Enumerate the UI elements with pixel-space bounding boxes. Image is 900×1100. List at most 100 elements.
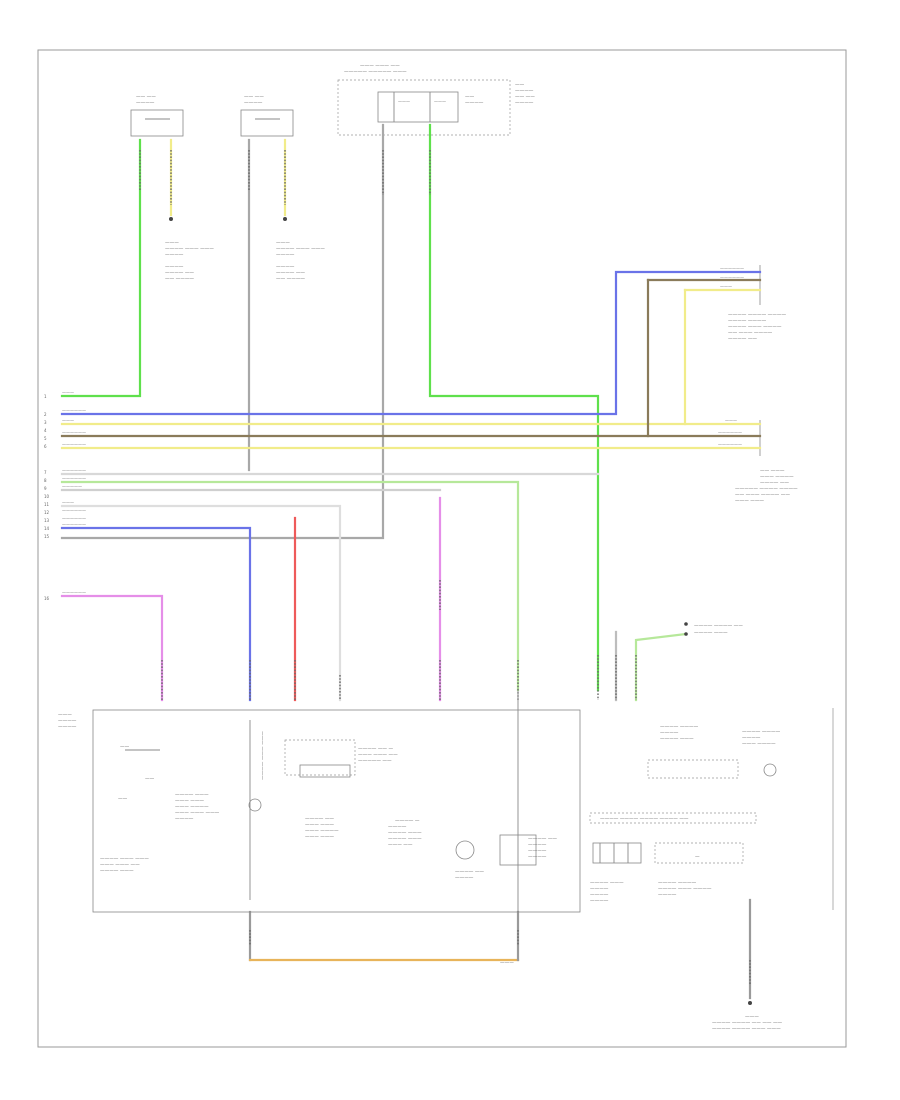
svg-text:———— ———: ———— ——— [590,881,624,886]
svg-text:—— ————: —— ———— [276,277,305,282]
fuse-block-component: ——— ——— —— ————— ————— ——— ——— ——— —— ——… [337,64,535,136]
bus-label-3: ——— [62,418,74,423]
bus-label-10: ——— [62,500,74,505]
svg-text:———— ——: ———— —— [165,271,194,276]
svg-text:———— ——— ———: ———— ——— ——— [261,731,266,780]
svg-text:—— ———: —— ——— [760,469,785,474]
svg-text:8: 8 [44,478,47,483]
svg-text:———— ———— ———— ———— ——: ———— ———— ———— ———— —— [600,817,689,822]
svg-text:———— ——: ———— —— [728,337,757,342]
svg-text:———— ———: ———— ——— [388,831,422,836]
svg-text:———— —— —: ———— —— — [358,747,393,752]
svg-text:————: ———— [590,899,609,904]
svg-text:——— ———: ——— ——— [305,823,334,828]
svg-text:————: ———— [165,253,184,258]
svg-text:——— ——— ——: ——— ——— —— [360,64,400,69]
svg-text:——— ———: ——— ——— [735,499,764,504]
svg-text:————— ——: ————— —— [358,759,392,764]
right-position-sensor-block: ———— ———— ———— ———— ——— ———— ———— ———— —… [647,708,834,910]
bus-label-11: —————— [62,508,86,513]
bus-label-r3: ——— [720,284,732,289]
left-front-speaker-component: —— —— ———— [130,95,184,137]
svg-text:————: ———— [165,265,184,270]
svg-text:———: ——— [398,99,410,104]
wire-green-right-sensor [634,632,688,702]
svg-text:——— ———: ——— ——— [305,835,334,840]
bus-label-8: —————— [62,476,86,481]
svg-text:———— ———— ——: ———— ———— —— [694,624,743,629]
bus-label-r4: ——— [725,418,737,423]
svg-text:———— ———: ———— ——— [660,737,694,742]
svg-text:———— ———— ————: ———— ———— ———— [728,313,786,318]
svg-text:——— ————: ——— ———— [742,742,776,747]
svg-text:——: —— [515,83,525,88]
svg-text:13: 13 [44,518,50,523]
svg-text:3: 3 [44,420,47,425]
right-front-speaker-component: —— —— ———— [240,95,294,137]
svg-text:———: ——— [276,241,290,246]
svg-text:———— ——— ———: ———— ——— ——— [100,857,149,862]
bus-label-r5: —————— [718,430,742,435]
ground-label-left: ——— ———— ——— ——— ———— ———— ———— —— —— ——… [165,217,214,282]
diagram-frame [37,49,847,1048]
audio-internal-block: ———— —— — ——— ——— —— ————— —— ———— —— ——… [261,731,398,840]
svg-text:————— ———— ————: ————— ———— ———— [735,487,798,492]
svg-text:———— ——: ———— —— [455,870,484,875]
svg-text:——— ——— ——: ——— ——— —— [358,753,398,758]
svg-text:———: ——— [434,99,446,104]
svg-text:———— ———: ———— ——— [694,631,728,636]
bottom-ground-label: ——— ———— ———— —— —— —— ———— ———— ——— ———… [500,961,783,1032]
wire-lightgreen-bus-8 [60,480,520,692]
svg-text:——— ——— ———: ——— ——— ——— [175,811,220,816]
svg-text:————: ———— [515,101,534,106]
wire-blue-bus-2 [60,270,762,416]
wire-violet-left [60,594,164,702]
svg-text:5: 5 [44,436,47,441]
svg-text:6: 6 [44,444,47,449]
svg-text:————: ———— [590,893,609,898]
svg-text:————: ———— [175,817,194,822]
svg-text:————: ———— [276,265,295,270]
svg-text:——— ———: ——— ——— [175,799,204,804]
wire-green-fuse-feed [428,123,600,692]
svg-text:1: 1 [44,394,47,399]
svg-text:14: 14 [44,526,50,531]
svg-text:4: 4 [44,428,47,433]
svg-text:————: ———— [528,849,547,854]
svg-text:————: ———— [590,887,609,892]
svg-text:————: ———— [528,855,547,860]
pickup-label-right: ———— ———— —— ———— ——— [684,622,743,636]
svg-text:———— ————: ———— ———— [658,881,697,886]
bus-label-r1: —————— [720,266,744,271]
svg-text:——— ——— ——: ——— ——— —— [100,863,140,868]
pin-numbers: 1 2 3 4 5 6 7 8 9 10 11 12 13 14 15 16 [44,394,50,601]
svg-text:——: —— [465,95,475,100]
svg-text:—— ——: —— —— [244,95,264,100]
bus-label-2: —————— [62,408,86,413]
svg-text:————: ———— [276,253,295,258]
svg-text:———: ——— [745,1015,759,1020]
svg-text:———— ———: ———— ——— [175,793,209,798]
svg-text:——— ————: ——— ———— [305,829,339,834]
svg-text:————: ———— [58,719,77,724]
svg-text:————: ———— [742,736,761,741]
svg-text:————: ———— [455,876,474,881]
bus-label-r6: —————— [718,442,742,447]
connectors-layer [139,150,751,985]
svg-text:————: ———— [388,825,407,830]
svg-text:———— ———— —— —— ——: ———— ———— —— —— —— [712,1021,783,1026]
rear-window-module: ———— ———— ———— ———— —— ———— ——— ———— ———… [589,812,757,904]
svg-text:2: 2 [44,412,47,417]
svg-text:—— ————: —— ———— [165,277,194,282]
svg-text:———— ————: ———— ———— [660,725,699,730]
ground-label-right: ——— ———— ——— ——— ———— ———— ———— —— —— ——… [276,217,325,282]
svg-text:———— ——— ————: ———— ——— ———— [658,887,712,892]
svg-text:————— ————— ———: ————— ————— ——— [344,70,407,75]
wire-blue-bus-14 [60,526,252,702]
svg-text:——: —— [120,745,130,750]
right-tweeter-block: ———— —— ———— ———— ———— [499,834,557,866]
svg-text:—— ——— ———— ——: —— ——— ———— —— [735,493,790,498]
right-mid-speaker-block: ———— — ———— ———— ——— ———— ——— ——— —— ———… [388,819,484,881]
